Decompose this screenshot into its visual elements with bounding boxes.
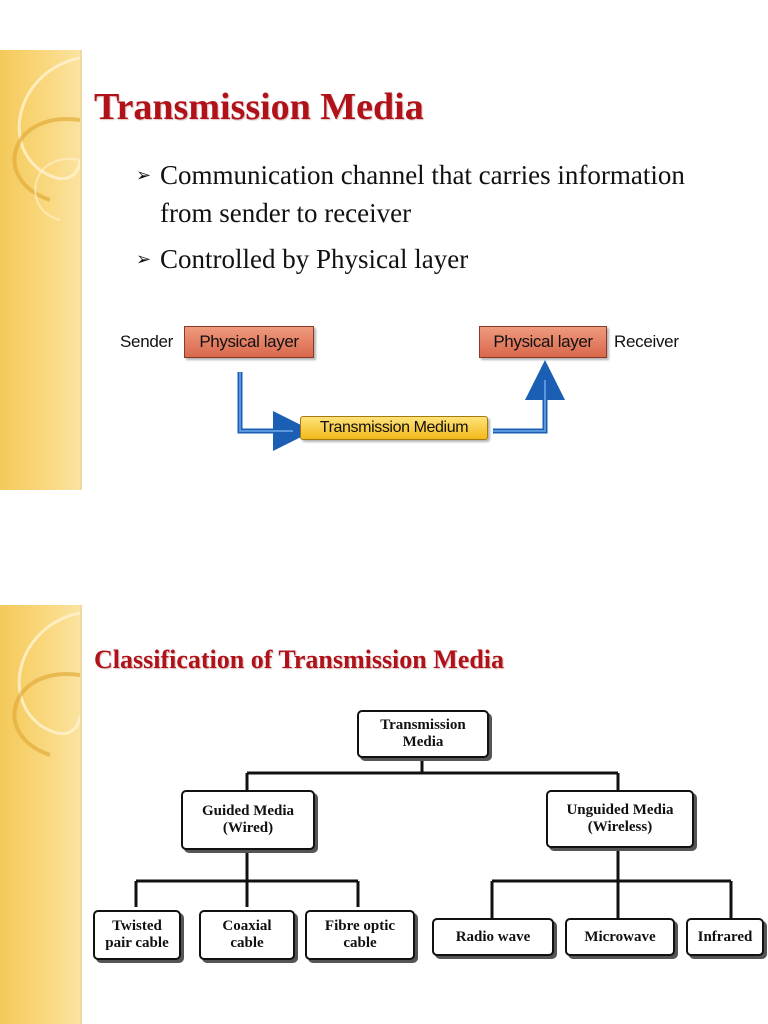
- node-label: Guided Media: [201, 803, 295, 819]
- node-twisted-pair-cable: Twisted pair cable: [93, 910, 181, 960]
- transmission-medium-box: Transmission Medium: [300, 416, 488, 440]
- node-label: Unguided Media: [566, 802, 674, 818]
- node-label: Twisted: [112, 918, 162, 934]
- sender-to-medium-arrow: [237, 372, 313, 451]
- root-node-transmission-media: Transmission Media: [357, 710, 489, 758]
- node-microwave: Microwave: [565, 918, 675, 956]
- node-label: Fibre optic: [324, 918, 396, 934]
- decorative-side-band: [0, 50, 82, 490]
- node-label: pair cable: [105, 935, 169, 951]
- node-label: Coaxial: [222, 918, 272, 934]
- bullet-text: from sender to receiver: [160, 198, 412, 228]
- node-unguided-media: Unguided Media (Wireless): [546, 790, 694, 848]
- node-label: (Wireless): [587, 819, 653, 835]
- slide-title: Transmission Media: [94, 86, 424, 128]
- sender-physical-layer-box: Physical layer: [184, 326, 314, 358]
- tree-connectors: [134, 757, 733, 918]
- sender-label: Sender: [120, 332, 174, 351]
- node-coaxial-cable: Coaxial cable: [199, 910, 295, 960]
- decorative-side-band: [0, 605, 82, 1024]
- node-label: cable: [230, 935, 264, 951]
- node-label: Microwave: [584, 928, 656, 945]
- slide-classification: Classification of Transmission Media Tra…: [0, 605, 768, 1024]
- slide-transmission-media: Transmission Media ➢ Communication chann…: [0, 50, 768, 490]
- arrow-bullet-icon: ➢: [136, 165, 152, 185]
- node-radio-wave: Radio wave: [432, 918, 554, 956]
- swirl-decoration: [12, 611, 80, 757]
- flow-arrows: [237, 360, 565, 451]
- arrow-bullet-icon: ➢: [136, 249, 152, 269]
- node-fibre-optic-cable: Fibre optic cable: [305, 910, 415, 960]
- node-label: cable: [343, 935, 377, 951]
- node-label: Infrared: [697, 928, 753, 945]
- node-guided-media: Guided Media (Wired): [181, 790, 315, 850]
- node-label: Transmission: [380, 717, 466, 733]
- receiver-label: Receiver: [614, 332, 679, 351]
- node-label: Radio wave: [455, 928, 531, 945]
- node-infrared: Infrared: [686, 918, 764, 956]
- node-label: (Wired): [222, 820, 274, 836]
- bullet-text: Controlled by Physical layer: [160, 244, 469, 274]
- slide-title: Classification of Transmission Media: [94, 645, 505, 674]
- medium-to-receiver-arrow: [493, 360, 565, 434]
- swirl-decoration: [12, 56, 80, 221]
- bullet-text: Communication channel that carries infor…: [160, 160, 685, 190]
- receiver-physical-layer-box: Physical layer: [479, 326, 607, 358]
- node-label: Media: [402, 734, 444, 750]
